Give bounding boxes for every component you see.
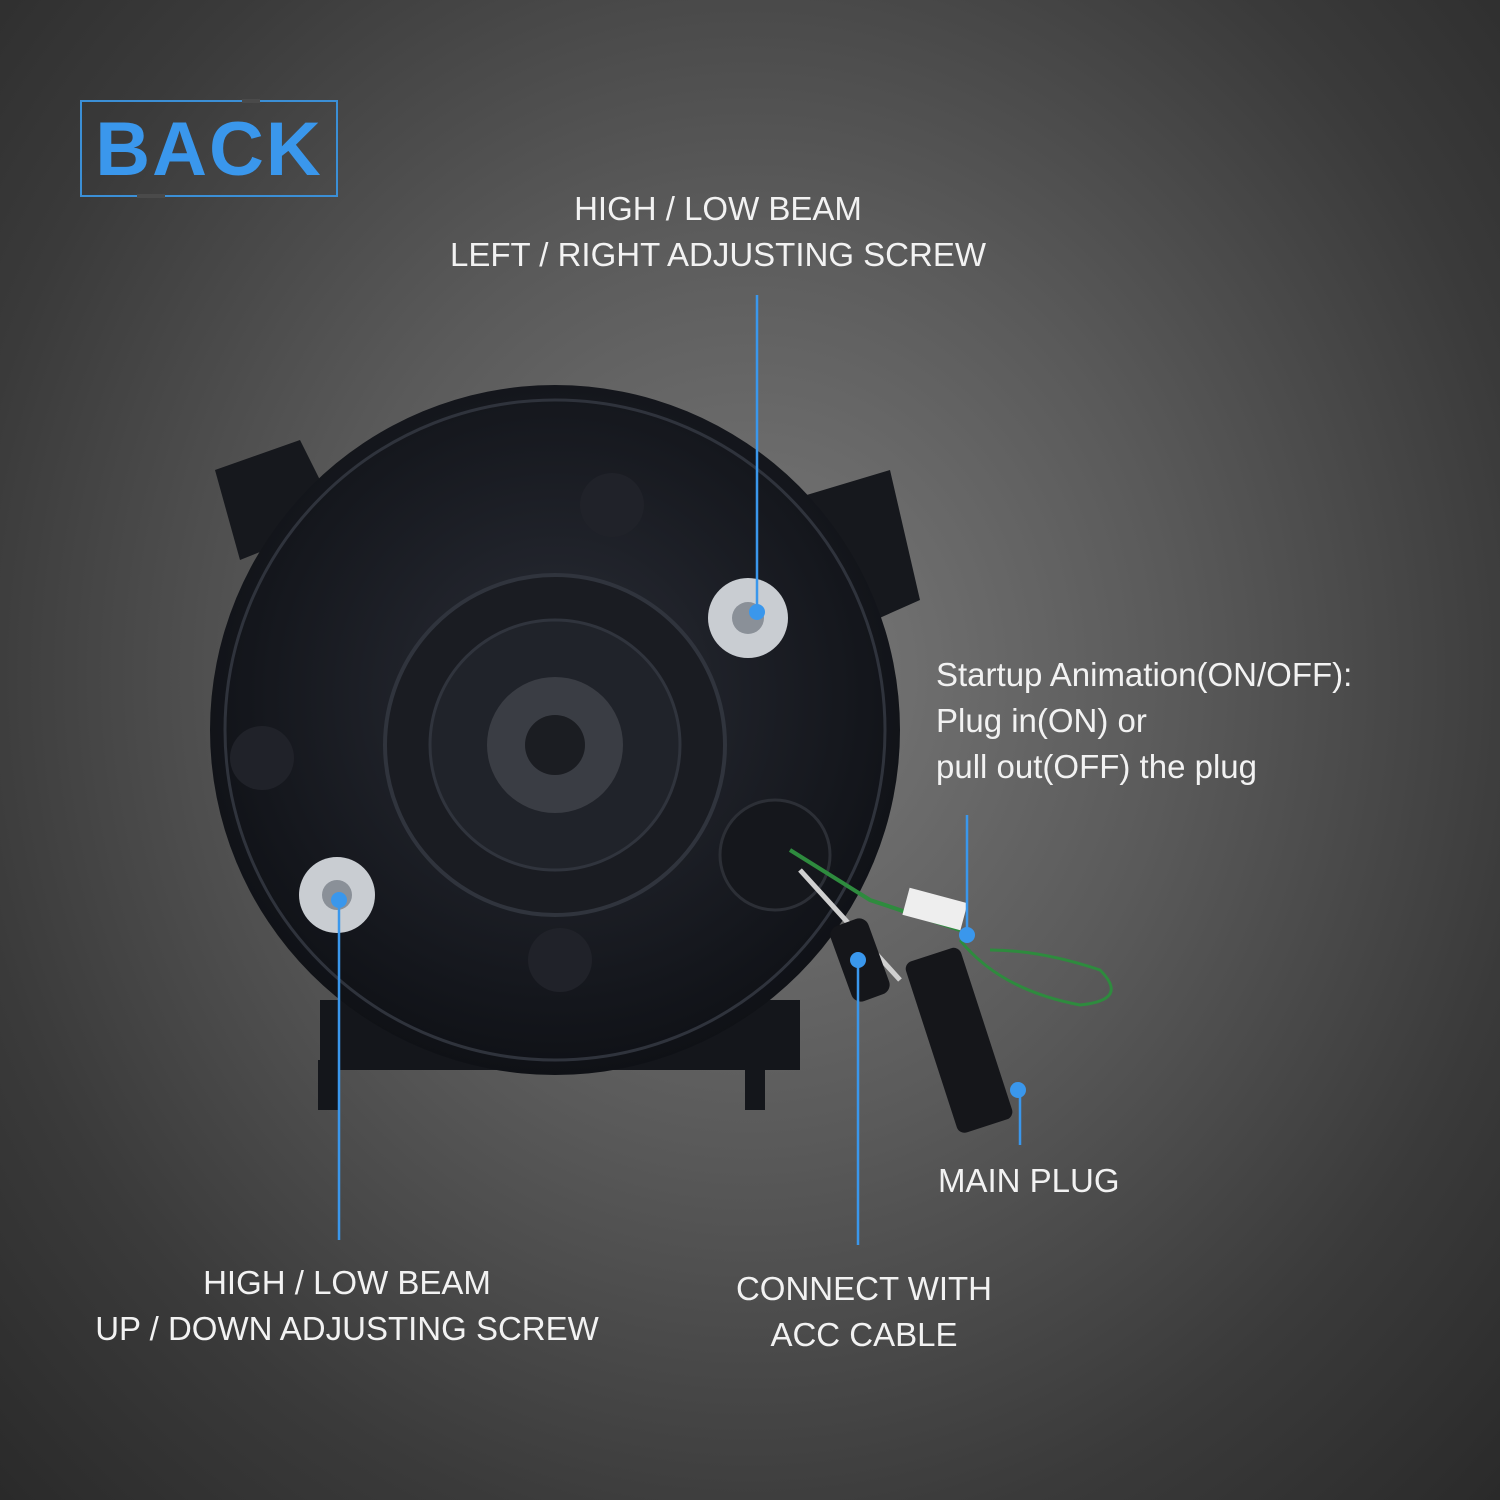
back-title-frame: BACK <box>80 99 338 198</box>
callout-main-plug-line1: MAIN PLUG <box>938 1162 1120 1199</box>
callout-main-plug: MAIN PLUG <box>938 1158 1120 1204</box>
callout-ud-screw-line1: HIGH / LOW BEAM <box>203 1264 491 1301</box>
back-title: BACK <box>95 107 323 192</box>
callout-ud-screw: HIGH / LOW BEAM UP / DOWN ADJUSTING SCRE… <box>47 1260 647 1352</box>
callout-ud-screw-line2: UP / DOWN ADJUSTING SCREW <box>95 1310 599 1347</box>
callout-dot-lr-screw <box>749 604 765 620</box>
main-plug <box>905 947 1013 1133</box>
callout-dot-main-plug <box>1010 1082 1026 1098</box>
callout-dot-startup <box>959 927 975 943</box>
connector-socket <box>718 798 832 912</box>
callout-lr-screw-line1: HIGH / LOW BEAM <box>574 190 862 227</box>
callout-startup-line1: Startup Animation(ON/OFF): <box>936 656 1353 693</box>
callout-lr-screw: HIGH / LOW BEAM LEFT / RIGHT ADJUSTING S… <box>418 186 1018 278</box>
callout-dot-acc <box>850 952 866 968</box>
callout-lr-screw-line2: LEFT / RIGHT ADJUSTING SCREW <box>449 236 986 273</box>
callout-acc-line2: ACC CABLE <box>770 1316 958 1353</box>
callout-acc-line1: CONNECT WITH <box>735 1270 993 1307</box>
callout-startup-line2: Plug in(ON) or <box>936 702 1147 739</box>
callout-startup: Startup Animation(ON/OFF): Plug in(ON) o… <box>936 652 1352 790</box>
callout-acc: CONNECT WITH ACC CABLE <box>664 1266 1064 1358</box>
callout-dot-ud-screw <box>331 892 347 908</box>
callout-startup-line3: pull out(OFF) the plug <box>936 748 1257 785</box>
